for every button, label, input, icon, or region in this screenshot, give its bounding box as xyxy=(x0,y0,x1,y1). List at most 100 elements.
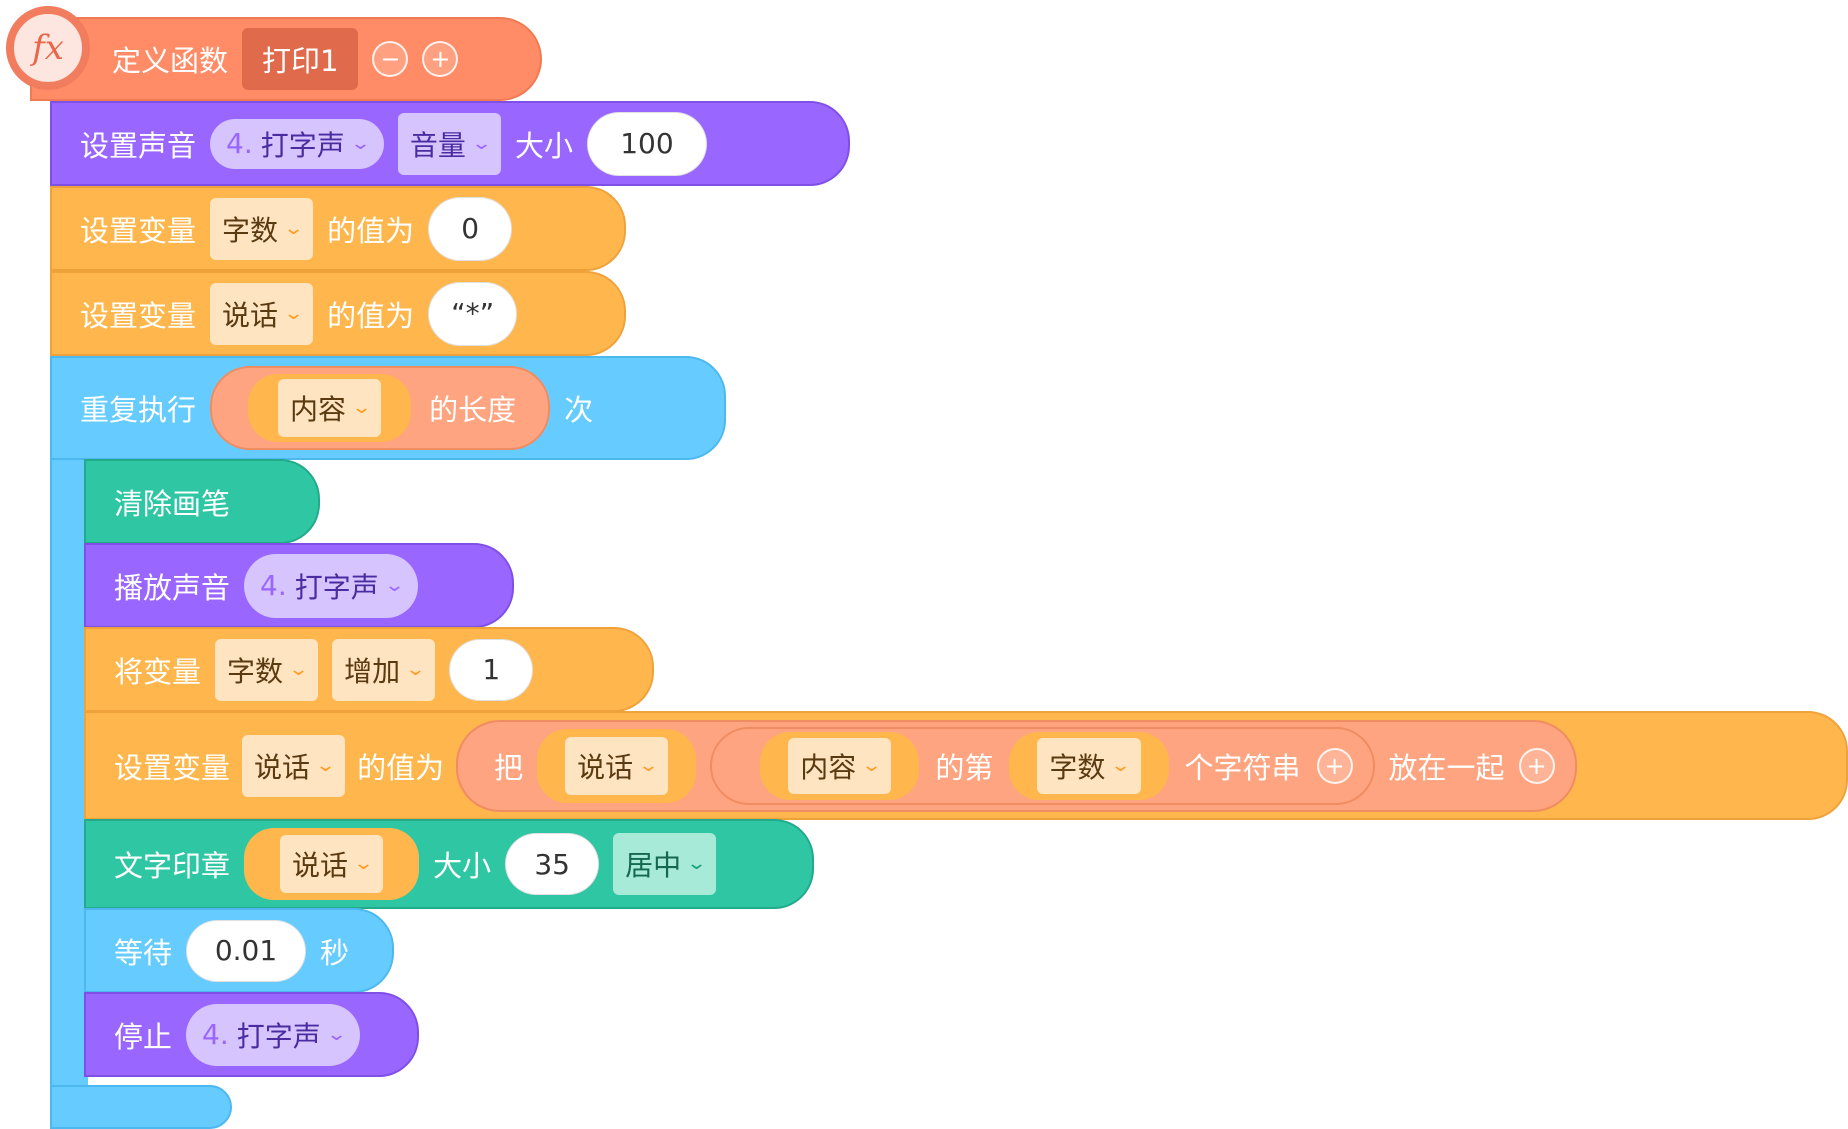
content-reporter[interactable]: 内容 ⌄ xyxy=(248,374,412,442)
text-stamp-block[interactable]: 文字印章 说话 ⌄ 大小 35 居中 ⌄ xyxy=(84,819,814,909)
variable-reporter[interactable]: 说话 ⌄ xyxy=(537,728,697,803)
variable-name: 说话 xyxy=(292,849,349,882)
operation-name: 增加 xyxy=(344,654,401,688)
variable-select[interactable]: 说话 ⌄ xyxy=(280,835,384,893)
play-sound-block[interactable]: 播放声音 4. 打字声 ⌄ xyxy=(84,543,514,628)
length-reporter[interactable]: 内容 ⌄ 的长度 xyxy=(210,366,551,450)
value-input[interactable]: “*” xyxy=(428,281,518,346)
sound-property: 音量 xyxy=(409,128,466,162)
chevron-down-icon: ⌄ xyxy=(470,132,492,154)
add-arg-button[interactable]: + xyxy=(1316,747,1353,784)
value-is-label: 的值为 xyxy=(327,298,415,333)
repeat-c-frame xyxy=(50,355,88,1125)
repeat-block[interactable]: 重复执行 内容 ⌄ 的长度 次 xyxy=(50,356,726,460)
seconds-label: 秒 xyxy=(320,935,350,970)
chevron-down-icon: ⌄ xyxy=(315,754,337,776)
variable-name: 说话 xyxy=(222,298,279,332)
chevron-down-icon: ⌄ xyxy=(383,574,405,596)
set-variable-label: 设置变量 xyxy=(114,750,231,785)
put-label: 把 xyxy=(494,750,524,785)
chevron-down-icon: ⌄ xyxy=(1110,754,1132,776)
chevron-down-icon: ⌄ xyxy=(638,754,660,776)
chevron-down-icon: ⌄ xyxy=(283,302,305,324)
content-name: 内容 xyxy=(290,393,347,426)
nth-label: 的第 xyxy=(935,750,994,785)
set-variable-label: 设置变量 xyxy=(80,213,197,248)
clear-pen-block[interactable]: 清除画笔 xyxy=(84,459,320,544)
chevron-down-icon: ⌄ xyxy=(325,1023,347,1045)
wait-block[interactable]: 等待 0.01 秒 xyxy=(84,908,394,993)
text-stamp-label: 文字印章 xyxy=(114,849,231,883)
variable-name: 字数 xyxy=(227,654,284,688)
content-select[interactable]: 内容 ⌄ xyxy=(278,379,382,437)
value-input[interactable]: 0 xyxy=(428,196,513,261)
sound-select[interactable]: 4. 打字声 ⌄ xyxy=(210,118,384,169)
alignment-name: 居中 xyxy=(625,849,682,882)
variable-select[interactable]: 字数 ⌄ xyxy=(210,197,314,260)
repeat-c-bottom xyxy=(50,1085,232,1129)
sound-property-select[interactable]: 音量 ⌄ xyxy=(397,112,501,175)
set-variable-label: 设置变量 xyxy=(80,298,197,333)
change-amount-input[interactable]: 1 xyxy=(449,638,534,701)
sound-select[interactable]: 4. 打字声 ⌄ xyxy=(244,553,418,618)
define-function-label: 定义函数 xyxy=(112,44,229,78)
sound-name: 打字声 xyxy=(260,128,345,162)
content-name: 内容 xyxy=(800,750,857,784)
variable-select[interactable]: 说话 ⌄ xyxy=(565,736,669,795)
set-sound-volume-block[interactable]: 设置声音 4. 打字声 ⌄ 音量 ⌄ 大小 100 xyxy=(50,101,850,186)
content-reporter[interactable]: 内容 ⌄ xyxy=(760,731,920,800)
change-variable-label: 将变量 xyxy=(114,654,202,689)
letter-of-reporter[interactable]: 内容 ⌄ 的第 字数 ⌄ 个字符串 + xyxy=(710,726,1375,805)
add-param-button[interactable]: + xyxy=(422,41,459,77)
variable-reporter[interactable]: 说话 ⌄ xyxy=(244,828,420,900)
stop-sound-block[interactable]: 停止 4. 打字声 ⌄ xyxy=(84,992,419,1077)
operation-select[interactable]: 增加 ⌄ xyxy=(332,638,436,701)
sound-select[interactable]: 4. 打字声 ⌄ xyxy=(186,1003,360,1066)
variable-select[interactable]: 说话 ⌄ xyxy=(242,734,346,797)
join-reporter[interactable]: 把 说话 ⌄ 内容 ⌄ 的第 字数 ⌄ 个字符串 + xyxy=(456,719,1577,812)
fx-icon: fx xyxy=(6,6,90,90)
chars-label: 个字符串 xyxy=(1184,750,1301,785)
variable-name: 说话 xyxy=(254,750,311,784)
chevron-down-icon: ⌄ xyxy=(405,658,427,680)
size-label: 大小 xyxy=(514,128,573,163)
index-reporter[interactable]: 字数 ⌄ xyxy=(1009,731,1169,800)
alignment-select[interactable]: 居中 ⌄ xyxy=(613,833,717,895)
set-variable-block-1[interactable]: 设置变量 字数 ⌄ 的值为 0 xyxy=(50,186,626,271)
sound-number: 4. xyxy=(260,569,287,602)
remove-param-button[interactable]: − xyxy=(372,41,409,77)
variable-select[interactable]: 说话 ⌄ xyxy=(210,282,314,345)
sound-number: 4. xyxy=(202,1018,229,1051)
define-function-block[interactable]: 定义函数 打印1 − + xyxy=(30,17,542,101)
index-select[interactable]: 字数 ⌄ xyxy=(1037,737,1141,794)
change-variable-block[interactable]: 将变量 字数 ⌄ 增加 ⌄ 1 xyxy=(84,627,654,712)
value-is-label: 的值为 xyxy=(327,213,415,248)
sound-name: 打字声 xyxy=(236,1019,321,1053)
add-join-button[interactable]: + xyxy=(1518,747,1555,784)
wait-label: 等待 xyxy=(114,935,173,970)
clear-pen-label: 清除画笔 xyxy=(114,486,231,521)
set-variable-join-block[interactable]: 设置变量 说话 ⌄ 的值为 把 说话 ⌄ 内容 ⌄ 的第 字数 ⌄ xyxy=(84,711,1848,820)
value-is-label: 的值为 xyxy=(357,750,445,785)
chevron-down-icon: ⌄ xyxy=(288,658,310,680)
chevron-down-icon: ⌄ xyxy=(353,853,375,874)
wait-seconds-input[interactable]: 0.01 xyxy=(186,919,307,982)
text-size-input[interactable]: 35 xyxy=(505,833,600,895)
set-sound-label: 设置声音 xyxy=(80,128,197,163)
volume-input[interactable]: 100 xyxy=(586,111,707,176)
stop-label: 停止 xyxy=(114,1019,173,1054)
length-label: 的长度 xyxy=(429,393,517,427)
chevron-down-icon: ⌄ xyxy=(283,217,305,239)
variable-name: 字数 xyxy=(1049,750,1106,784)
repeat-label: 重复执行 xyxy=(80,393,197,427)
variable-select[interactable]: 字数 ⌄ xyxy=(215,638,319,701)
content-select[interactable]: 内容 ⌄ xyxy=(788,737,892,794)
sound-name: 打字声 xyxy=(294,570,379,604)
set-variable-block-2[interactable]: 设置变量 说话 ⌄ 的值为 “*” xyxy=(50,271,626,356)
variable-name: 说话 xyxy=(577,750,634,784)
chevron-down-icon: ⌄ xyxy=(351,397,373,418)
variable-name: 字数 xyxy=(222,213,279,247)
play-sound-label: 播放声音 xyxy=(114,570,231,605)
times-label: 次 xyxy=(564,393,594,427)
function-name-field[interactable]: 打印1 xyxy=(242,28,359,90)
